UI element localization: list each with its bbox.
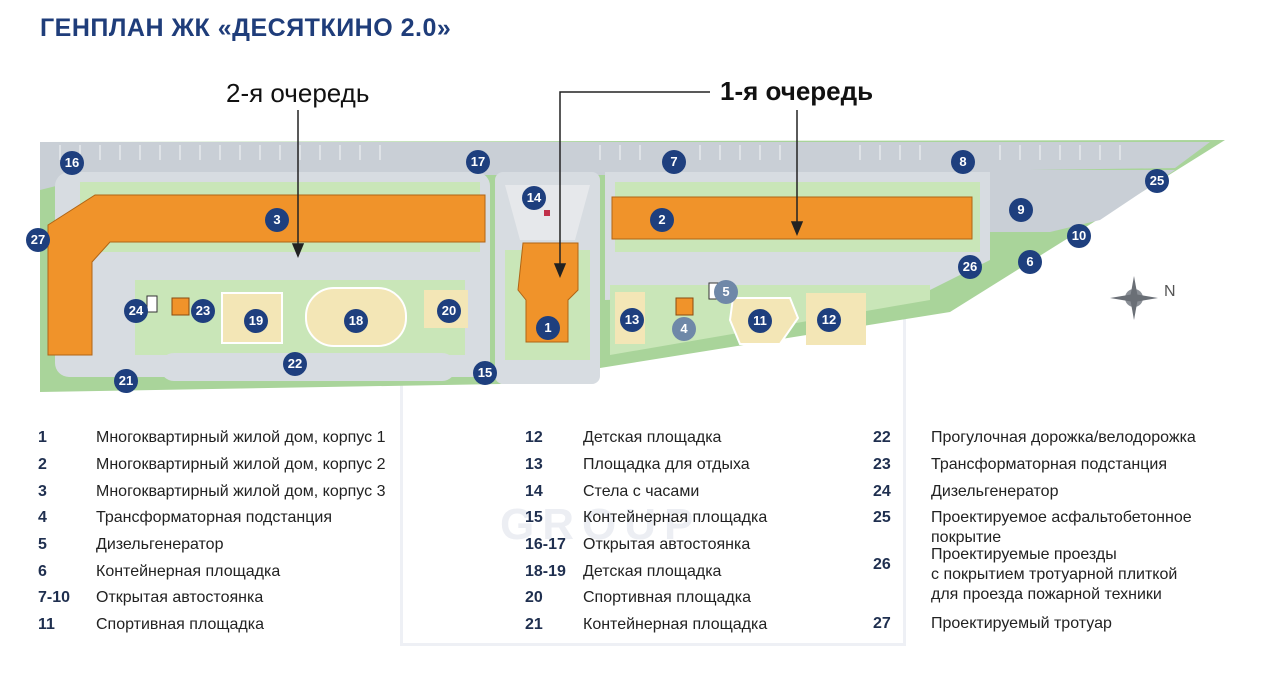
legend-number-16-17: 16-17 [525,536,566,553]
legend-number-15: 15 [525,509,543,526]
plan-marker-26: 26 [958,255,982,279]
plan-marker-27: 27 [26,228,50,252]
legend-text-5: Дизельгенератор [96,536,224,553]
legend-text-11: Спортивная площадка [96,616,264,633]
legend-number-5: 5 [38,536,47,553]
plan-marker-21: 21 [114,369,138,393]
walkway-loop [160,353,456,381]
legend-number-13: 13 [525,456,543,473]
legend-text-22: Прогулочная дорожка/велодорожка [931,429,1196,446]
legend-text-27: Проектируемый тротуар [931,615,1112,632]
stele-point [544,210,550,216]
plan-marker-11: 11 [748,309,772,333]
plan-marker-25: 25 [1145,169,1169,193]
legend-number-4: 4 [38,509,47,526]
legend-text-13: Площадка для отдыха [583,456,750,473]
legend-number-25: 25 [873,509,891,526]
legend-number-26: 26 [873,556,891,573]
plan-marker-9: 9 [1009,198,1033,222]
transformer-4 [675,297,694,316]
legend-text-16-17: Открытая автостоянка [583,536,751,553]
legend-text-7-10: Открытая автостоянка [96,589,264,606]
plan-marker-20: 20 [437,299,461,323]
page-title: ГЕНПЛАН ЖК «ДЕСЯТКИНО 2.0» [40,14,452,42]
plan-marker-14: 14 [522,186,546,210]
legend-text-6: Контейнерная площадка [96,563,281,580]
transformer-23 [171,297,190,316]
phase-1-label: 1-я очередь [720,76,874,106]
watermark-text: GROUP [500,500,702,549]
legend-text-1: Многоквартирный жилой дом, корпус 1 [96,429,386,446]
legend-text-3: Многоквартирный жилой дом, корпус 3 [96,483,386,500]
generator-24 [146,295,158,313]
plan-marker-10: 10 [1067,224,1091,248]
legend-number-11: 11 [38,616,55,633]
plan-marker-6: 6 [1018,250,1042,274]
legend-number-7-10: 7-10 [38,589,71,606]
legend-text-18-19: Детская площадка [583,563,722,580]
legend-number-2: 2 [38,456,47,473]
plan-marker-4: 4 [672,317,696,341]
compass-letter: N [1164,283,1176,300]
lawn-west-bottom [135,280,465,355]
legend-text-24: Дизельгенератор [931,483,1059,500]
plan-marker-2: 2 [650,208,674,232]
legend-number-1: 1 [38,429,47,446]
parking-stalls [59,145,1121,160]
plan-marker-3: 3 [265,208,289,232]
legend-text-12: Детская площадка [583,429,722,446]
phase-2-label: 2-я очередь [226,78,370,108]
plan-marker-17: 17 [466,150,490,174]
legend-text-4: Трансформаторная подстанция [96,509,332,526]
legend-number-14: 14 [525,483,543,500]
plan-marker-13: 13 [620,308,644,332]
legend-number-6: 6 [38,563,47,580]
legend-text-23: Трансформаторная подстанция [931,456,1167,473]
legend-text-2: Многоквартирный жилой дом, корпус 2 [96,456,386,473]
legend-text-15: Контейнерная площадка [583,509,768,526]
compass-icon: N [1110,276,1176,320]
legend-number-24: 24 [873,483,891,500]
legend-number-23: 23 [873,456,891,473]
plan-marker-1: 1 [536,316,560,340]
legend-text-14: Стела с часами [583,483,700,500]
legend-number-20: 20 [525,589,543,606]
plan-marker-18: 18 [344,309,368,333]
parking-band [40,142,1210,190]
plan-marker-19: 19 [244,309,268,333]
building-3-west-wing [47,194,486,356]
legend-number-22: 22 [873,429,891,446]
plan-marker-15: 15 [473,361,497,385]
phase-leaders [291,91,804,278]
plan-marker-23: 23 [191,299,215,323]
legend-number-21: 21 [525,616,543,633]
plan-marker-16: 16 [60,151,84,175]
plan-marker-12: 12 [817,308,841,332]
plan-marker-8: 8 [951,150,975,174]
plan-marker-5: 5 [714,280,738,304]
plan-marker-7: 7 [662,150,686,174]
legend-number-3: 3 [38,483,47,500]
legend-number-12: 12 [525,429,543,446]
legend-number-18-19: 18-19 [525,563,566,580]
plan-marker-22: 22 [283,352,307,376]
plan-marker-24: 24 [124,299,148,323]
legend-number-27: 27 [873,615,891,632]
legend-text-20: Спортивная площадка [583,589,751,606]
site-plan [40,91,1225,392]
legend-text-21: Контейнерная площадка [583,616,768,633]
